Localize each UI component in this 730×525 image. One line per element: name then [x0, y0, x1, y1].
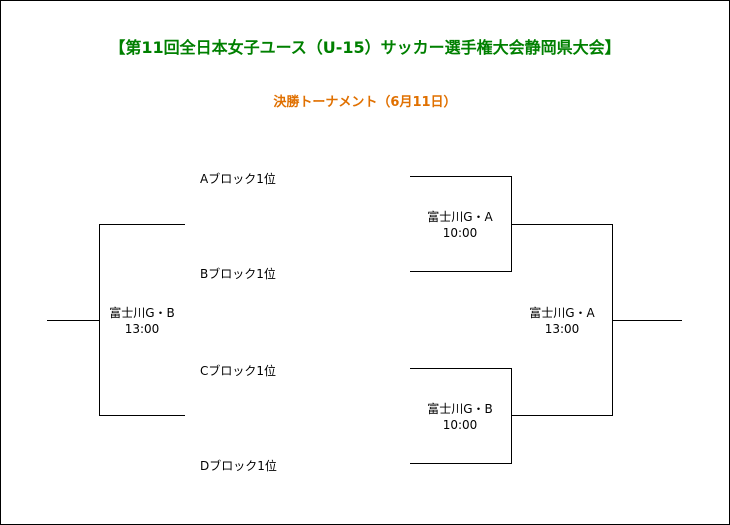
left-bracket-bottom-line — [99, 415, 185, 416]
final-right-lower-line — [511, 415, 613, 416]
match-time: 13:00 — [124, 322, 160, 336]
semi-bottom-upper-line — [410, 368, 512, 369]
match-final-left: 富士川G・B 13:00 — [87, 305, 197, 337]
final-right-upper-line — [511, 224, 613, 225]
match-time: 10:00 — [442, 226, 478, 240]
slot-a-block-1st: Aブロック1位 — [200, 172, 276, 186]
left-bracket-stem-line — [47, 320, 100, 321]
match-venue: 富士川G・B — [427, 402, 493, 416]
match-time: 13:00 — [544, 322, 580, 336]
match-semi-top: 富士川G・A 10:00 — [405, 209, 515, 241]
match-venue: 富士川G・A — [529, 306, 595, 320]
page-title: 【第11回全日本女子ユース（U-15）サッカー選手権大会静岡県大会】 — [109, 38, 621, 57]
left-bracket-top-line — [99, 224, 185, 225]
match-venue: 富士川G・A — [427, 210, 493, 224]
match-venue: 富士川G・B — [109, 306, 175, 320]
slot-b-block-1st: Bブロック1位 — [200, 267, 276, 281]
semi-top-lower-line — [410, 271, 512, 272]
semi-bottom-lower-line — [410, 463, 512, 464]
final-right-stem-line — [612, 320, 682, 321]
slot-c-block-1st: Cブロック1位 — [200, 364, 277, 378]
semi-bottom-vertical-line — [511, 368, 512, 464]
slot-d-block-1st: Dブロック1位 — [200, 459, 277, 473]
match-semi-bottom: 富士川G・B 10:00 — [405, 401, 515, 433]
page-subtitle: 決勝トーナメント（6月11日） — [273, 95, 457, 110]
semi-top-upper-line — [410, 176, 512, 177]
match-final-right: 富士川G・A 13:00 — [507, 305, 617, 337]
match-time: 10:00 — [442, 418, 478, 432]
